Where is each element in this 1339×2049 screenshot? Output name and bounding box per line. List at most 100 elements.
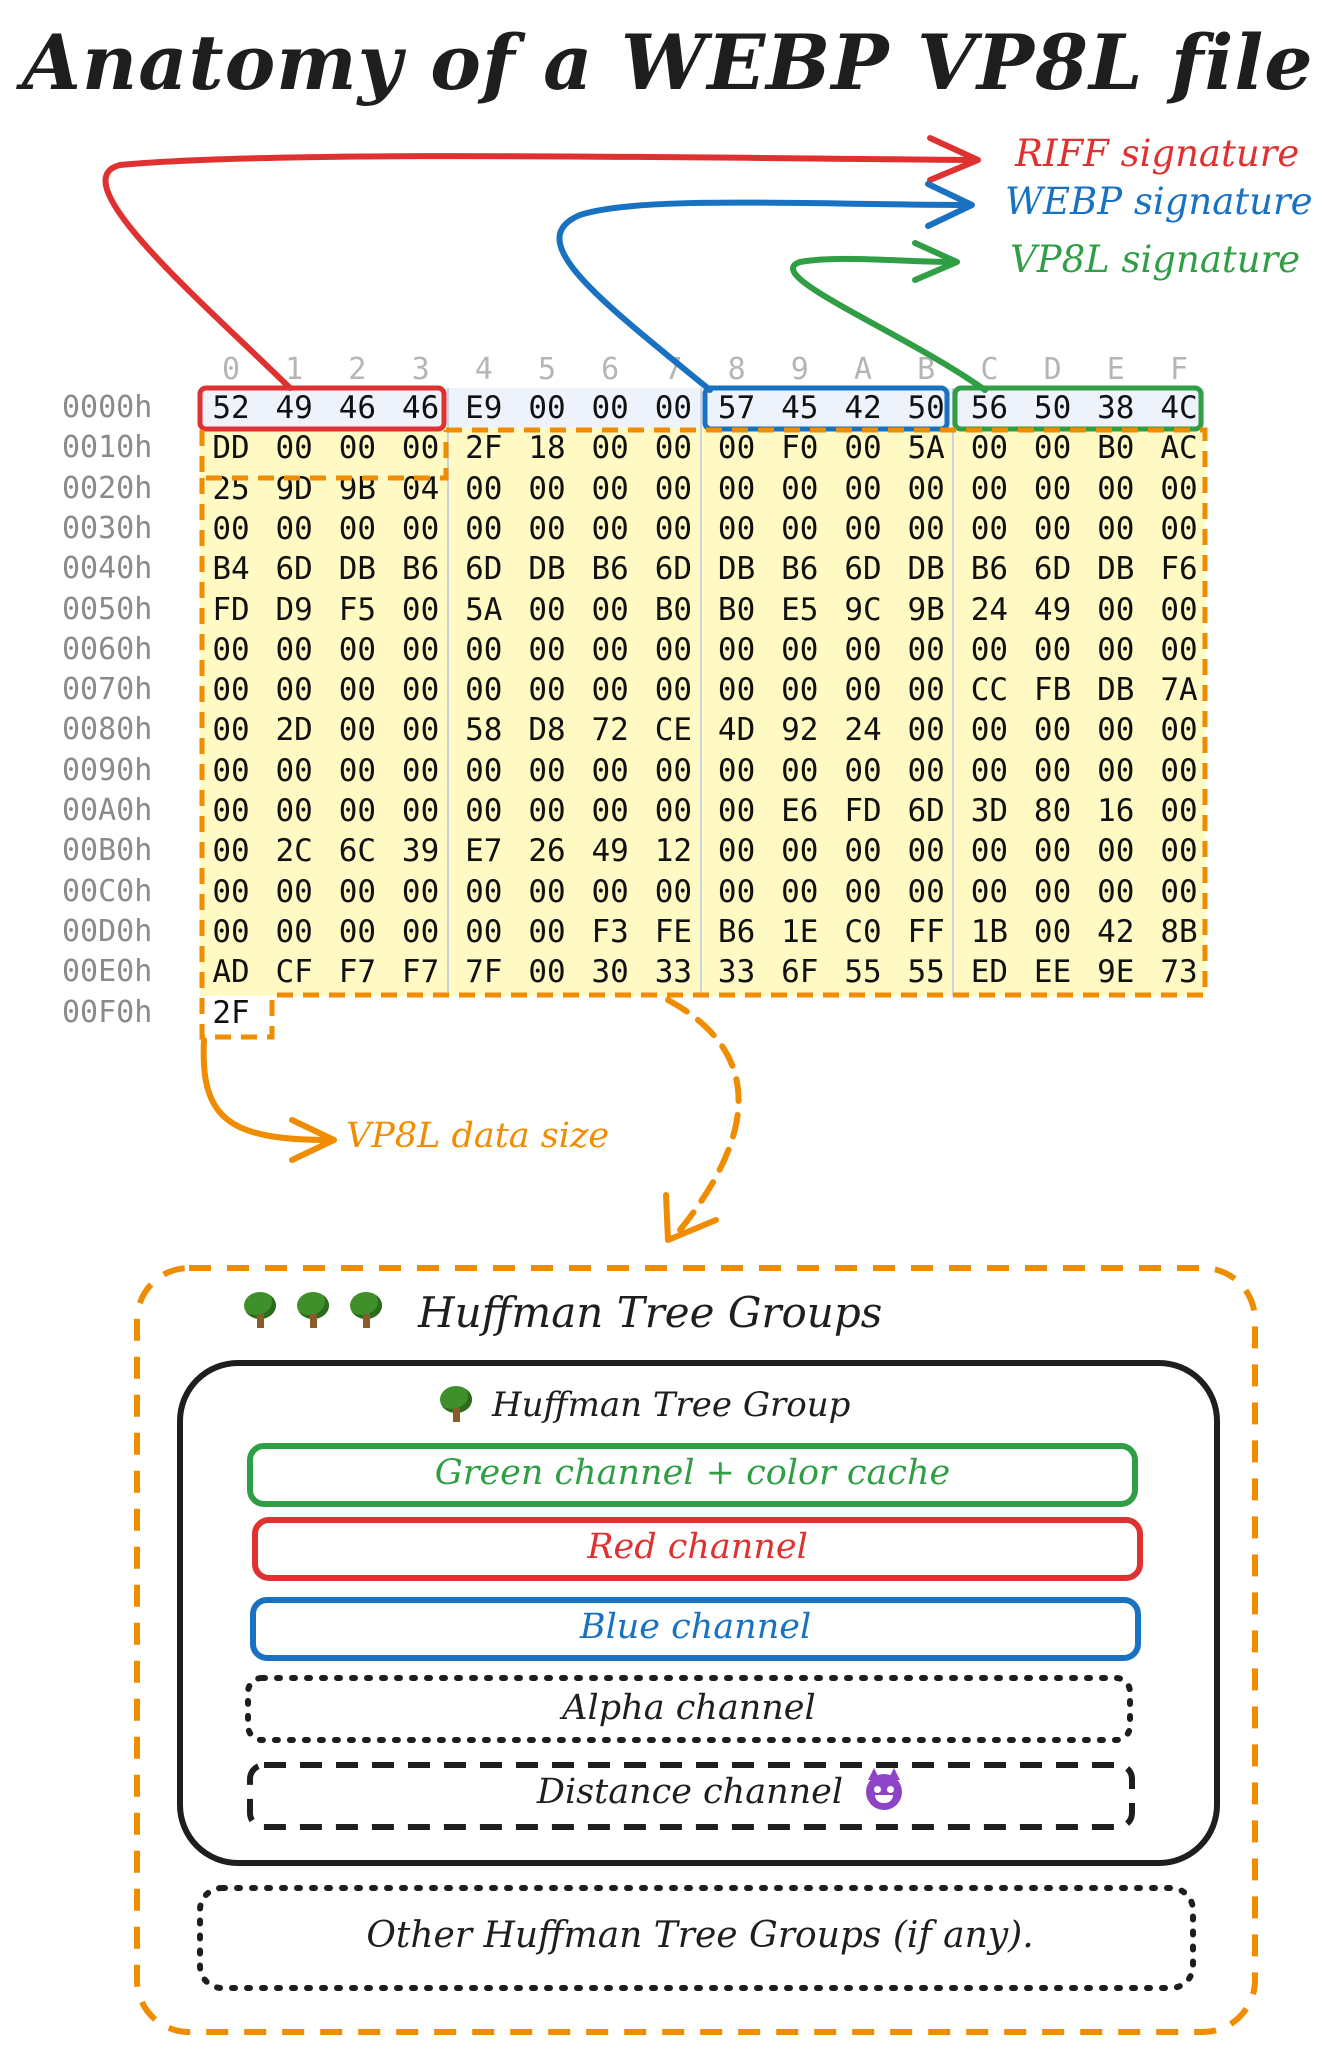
group-separator: [952, 388, 954, 996]
hex-byte: 00: [844, 752, 882, 789]
hex-byte: 00: [275, 793, 313, 829]
hex-byte: 33: [717, 954, 756, 991]
hex-byte: 00: [844, 672, 882, 709]
hex-byte: 00: [907, 672, 945, 709]
hex-byte: 00: [1160, 712, 1198, 749]
webp-arrowhead: [925, 181, 975, 229]
hex-byte: 00: [528, 793, 566, 829]
hex-byte: 00: [844, 833, 882, 870]
hex-byte: 00: [654, 631, 693, 668]
hex-byte: DD: [212, 430, 250, 467]
hex-byte: 00: [970, 430, 1009, 467]
hex-byte: B4: [212, 551, 250, 588]
hex-byte: 49: [275, 390, 313, 426]
riff-arrowhead: [927, 135, 981, 183]
hex-byte: 00: [654, 793, 693, 829]
hex-byte: 00: [212, 672, 250, 709]
hex-byte: 00: [528, 631, 566, 668]
hex-byte: 00: [1033, 470, 1072, 507]
hex-byte: 00: [907, 752, 945, 789]
groups-arrow: [665, 997, 742, 1233]
column-header: 0: [221, 352, 241, 387]
hex-byte: 00: [401, 510, 440, 547]
column-header: 5: [537, 352, 557, 387]
hex-byte: 00: [781, 833, 819, 870]
hex-byte: 00: [844, 430, 882, 467]
hex-byte: 39: [401, 833, 440, 870]
hex-byte: F6: [1160, 551, 1198, 588]
hex-byte: 00: [844, 510, 882, 547]
hex-byte: F7: [338, 954, 377, 991]
row-offset: 0090h: [62, 752, 153, 788]
hex-byte: 00: [338, 793, 377, 829]
hex-byte: DB: [907, 551, 945, 588]
hex-byte: D8: [528, 712, 566, 749]
vp8l-data-highlight: [200, 428, 1205, 996]
hex-byte: 2F: [465, 430, 503, 467]
hex-byte: 00: [338, 752, 377, 789]
hex-byte: 00: [1160, 510, 1198, 547]
hex-byte: 7F: [465, 954, 503, 991]
hex-byte: 00: [338, 631, 377, 668]
hex-byte: 00: [844, 470, 882, 507]
hex-byte: 00: [1033, 913, 1072, 950]
hex-byte: 16: [1097, 793, 1135, 829]
hex-byte: 00: [528, 913, 566, 950]
hex-byte: B6: [781, 551, 819, 588]
hex-byte: 00: [401, 913, 440, 950]
hex-byte: F7: [401, 954, 440, 991]
hex-byte: 00: [212, 752, 250, 789]
vp8l-data-size-label: VP8L data size: [346, 1116, 610, 1156]
data-region-outline: [199, 427, 1208, 1040]
column-header: 2: [348, 352, 367, 387]
hex-byte: 00: [1097, 752, 1135, 789]
hex-byte: 00: [654, 390, 693, 426]
hex-byte: DB: [528, 551, 566, 588]
hex-byte: E6: [781, 793, 819, 829]
hex-byte: FE: [654, 913, 693, 950]
hex-byte: 92: [781, 712, 819, 749]
row-offset: 0000h: [62, 390, 153, 425]
hex-byte: 2C: [275, 833, 313, 870]
riff-signature-label: RIFF signature: [1015, 132, 1300, 175]
hex-byte: 00: [717, 793, 756, 829]
hex-byte: 00: [1160, 752, 1198, 789]
hex-byte: 00: [465, 470, 503, 507]
hex-byte: 00: [338, 712, 377, 749]
hex-byte: 00: [275, 672, 313, 709]
row-offset: 0080h: [62, 712, 153, 748]
groups-box: [134, 1265, 1258, 2035]
hex-byte: 00: [1033, 631, 1072, 668]
hex-byte: 00: [591, 873, 629, 910]
hex-byte: 00: [1097, 510, 1135, 547]
other-groups-label: Other Huffman Tree Groups (if any).: [366, 1915, 1034, 1956]
hex-byte: 00: [654, 672, 693, 709]
hex-byte: 58: [465, 712, 503, 749]
hex-byte: 00: [591, 752, 629, 789]
hex-byte: 00: [1160, 833, 1198, 870]
hex-byte: 00: [591, 591, 629, 628]
hex-byte: 1E: [781, 913, 819, 950]
hex-byte: 52: [212, 390, 250, 426]
row-offset: 0060h: [62, 631, 153, 667]
tree-icon: [242, 1292, 278, 1328]
hex-byte: DB: [1097, 551, 1135, 588]
hex-byte: F3: [591, 913, 629, 950]
hex-byte: 00: [591, 390, 629, 426]
hex-byte: AC: [1160, 430, 1198, 467]
column-header: 1: [285, 352, 304, 387]
hex-byte: 00: [654, 752, 693, 789]
green-channel-label: Green channel + color cache: [434, 1453, 951, 1493]
hex-byte: FD: [212, 591, 250, 628]
group-separator: [700, 388, 702, 996]
hex-byte: 00: [275, 752, 313, 789]
hex-byte: 30: [591, 954, 629, 991]
hex-byte: 00: [717, 430, 756, 467]
hex-byte: 49: [591, 833, 629, 870]
hex-byte: B6: [717, 913, 756, 950]
row-offset: 00B0h: [62, 833, 153, 869]
hex-byte: D9: [275, 591, 313, 628]
hex-byte: FB: [1033, 672, 1072, 709]
hex-byte: 6D: [465, 551, 503, 588]
hex-byte: CF: [275, 954, 313, 991]
